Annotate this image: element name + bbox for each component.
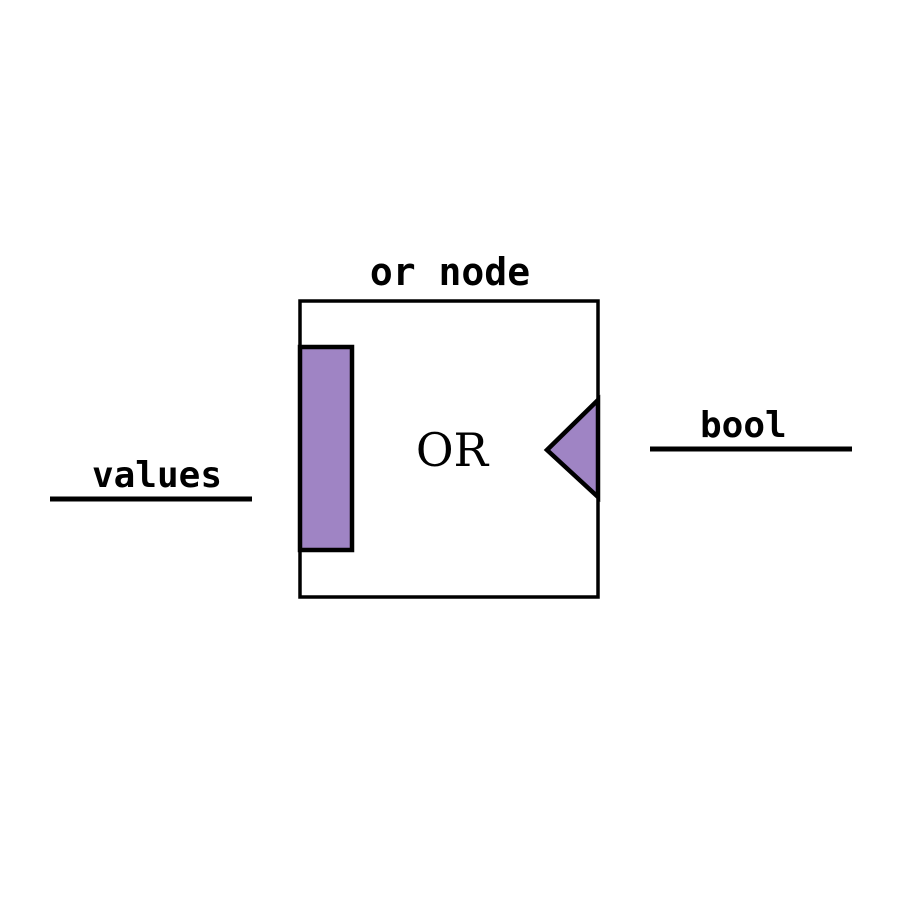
output-port-bool-shape[interactable] xyxy=(543,394,601,503)
node-operator-label: OR xyxy=(416,423,490,477)
node-title: or node xyxy=(370,250,530,294)
input-port-values-label: values xyxy=(92,455,222,496)
output-port-bool-label: bool xyxy=(700,405,787,446)
input-port-values-shape[interactable] xyxy=(297,344,355,553)
